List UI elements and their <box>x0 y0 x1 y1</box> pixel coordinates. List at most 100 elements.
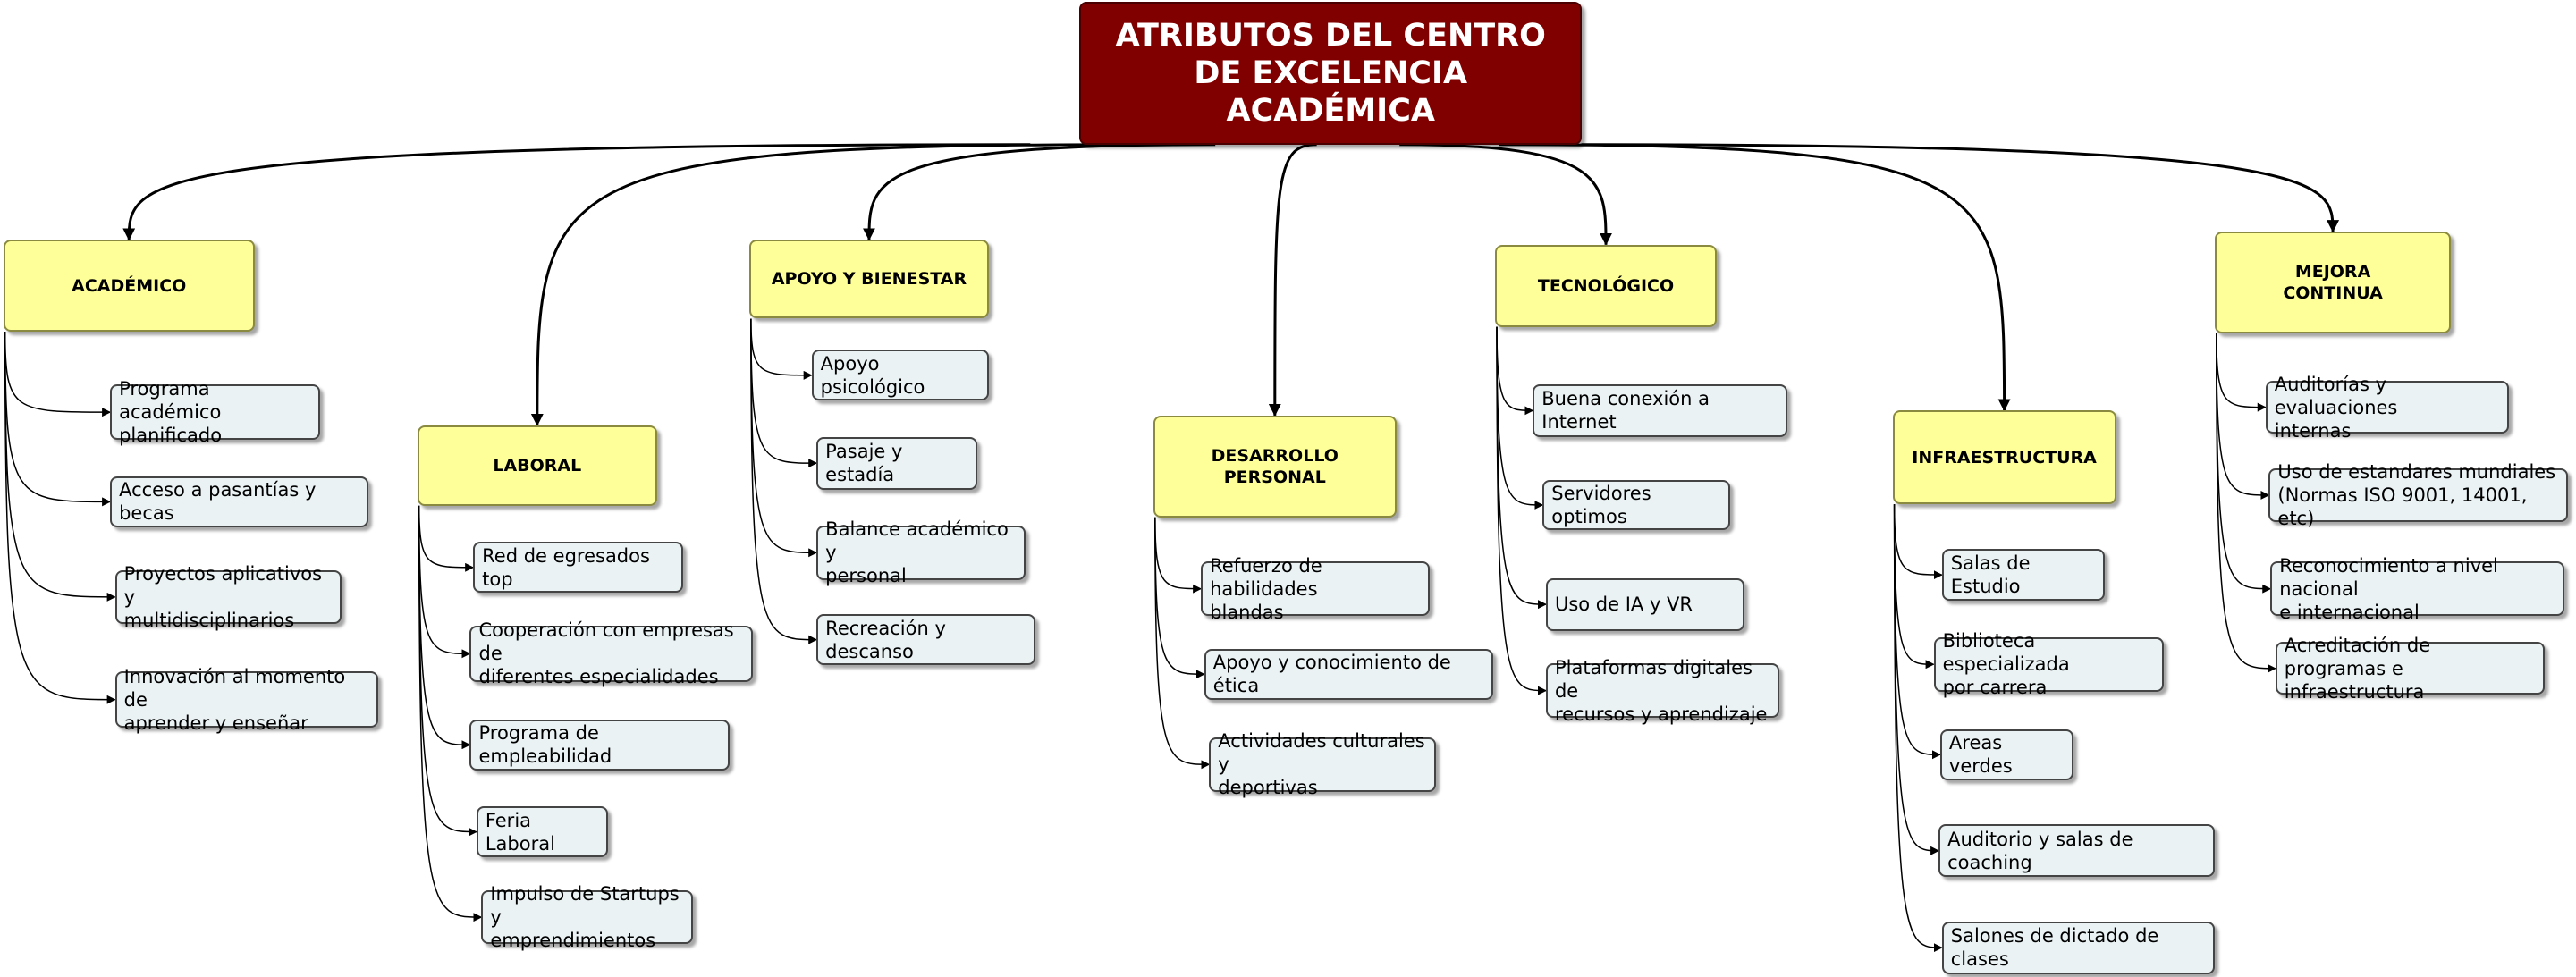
leaf-connector <box>4 332 116 704</box>
leaf-node[interactable]: Auditorio y salas de coaching <box>1938 824 2215 878</box>
leaf-node-label: Areas verdes <box>1948 732 2013 778</box>
category-connector <box>1399 143 1613 246</box>
leaf-connector <box>4 332 112 507</box>
category-node-label: TECNOLÓGICO <box>1537 275 1675 296</box>
leaf-node-label: Actividades culturales y deportivas <box>1218 730 1425 799</box>
category-connector <box>530 143 1133 426</box>
leaf-node[interactable]: Salones de dictado de clases <box>1941 921 2215 974</box>
leaf-node[interactable]: Innovación al momento de aprender y ense… <box>114 666 378 734</box>
leaf-node[interactable]: Reconocimiento a nivel nacional e intern… <box>2270 555 2565 623</box>
leaf-node[interactable]: Acreditación de programas e infraestruct… <box>2275 635 2546 703</box>
leaf-node-label: Uso de estandares mundiales (Normas ISO … <box>2277 460 2556 529</box>
leaf-node-label: Servidores optimos <box>1551 482 1651 527</box>
leaf-node[interactable]: Impulso de Startups y emprendimientos <box>481 883 694 951</box>
leaf-node[interactable]: Biblioteca especializada por carrera <box>1933 630 2164 698</box>
leaf-node-label: Proyectos aplicativos y multidisciplinar… <box>123 562 323 631</box>
leaf-node-label: Feria Laboral <box>485 809 555 855</box>
leaf-connector <box>418 505 471 750</box>
leaf-node[interactable]: Buena conexión a Internet <box>1533 383 1788 437</box>
leaf-node[interactable]: Balance académico y personal <box>816 518 1026 586</box>
category-node-label: INFRAESTRUCTURA <box>1912 447 2097 467</box>
leaf-connector <box>418 505 477 837</box>
leaf-node-label: Biblioteca especializada por carrera <box>1942 630 2070 699</box>
leaf-connector <box>1154 517 1205 679</box>
leaf-connector <box>1893 504 1935 670</box>
leaf-node[interactable]: Acceso a pasantías y becas <box>110 476 368 527</box>
leaf-connector <box>1893 504 1941 760</box>
leaf-node[interactable]: Uso de estandares mundiales (Normas ISO … <box>2268 461 2568 529</box>
category-connector <box>1499 143 2011 412</box>
leaf-node[interactable]: Cooperación con empresas de diferentes e… <box>469 619 753 687</box>
leaf-node-label: Apoyo psicológico <box>820 352 925 398</box>
leaf-connector <box>1893 504 1943 953</box>
leaf-connector <box>418 505 483 922</box>
leaf-node[interactable]: Programa académico planificado <box>110 378 321 446</box>
leaf-node-label: Impulso de Startups y emprendimientos <box>490 883 680 952</box>
leaf-node-label: Refuerzo de habilidades blandas <box>1210 554 1322 623</box>
leaf-connector <box>418 505 471 659</box>
leaf-node-label: Reconocimiento a nivel nacional e intern… <box>2279 554 2498 623</box>
leaf-connector <box>1893 504 1940 855</box>
leaf-node-label: Cooperación con empresas de diferentes e… <box>478 619 734 688</box>
leaf-node[interactable]: Servidores optimos <box>1542 479 1730 531</box>
category-node[interactable]: ACADÉMICO <box>3 240 255 333</box>
leaf-node-label: Apoyo y conocimiento de ética <box>1212 652 1451 697</box>
leaf-node[interactable]: Auditorías y evaluaciones internas <box>2265 374 2509 442</box>
leaf-node[interactable]: Programa de empleabilidad <box>469 719 730 771</box>
leaf-connector <box>1893 504 1943 580</box>
leaf-node[interactable]: Apoyo psicológico <box>811 350 990 401</box>
category-node[interactable]: LABORAL <box>417 425 657 506</box>
leaf-node-label: Acreditación de programas e infraestruct… <box>2284 634 2431 703</box>
leaf-node[interactable]: Proyectos aplicativos y multidisciplinar… <box>114 563 342 631</box>
category-node[interactable]: APOYO Y BIENESTAR <box>748 240 990 319</box>
leaf-connector <box>750 318 818 644</box>
leaf-node-label: Auditorio y salas de coaching <box>1947 828 2133 873</box>
root-node-label: ATRIBUTOS DEL CENTRO DE EXCELENCIA ACADÉ… <box>1115 17 1546 129</box>
leaf-node[interactable]: Apoyo y conocimiento de ética <box>1204 648 1494 700</box>
leaf-node[interactable]: Uso de IA y VR <box>1545 577 1745 631</box>
category-node[interactable]: DESARROLLO PERSONAL <box>1153 415 1397 518</box>
leaf-node-label: Salas de Estudio <box>1950 552 2031 598</box>
category-connector <box>862 143 1216 241</box>
leaf-node-label: Salones de dictado de clases <box>1950 925 2159 971</box>
leaf-node[interactable]: Actividades culturales y deportivas <box>1209 730 1436 798</box>
leaf-node[interactable]: Red de egresados top <box>473 542 684 594</box>
leaf-node-label: Acceso a pasantías y becas <box>119 479 317 525</box>
leaf-node-label: Pasaje y estadía <box>825 441 903 486</box>
leaf-node-label: Balance académico y personal <box>825 518 1009 587</box>
leaf-node[interactable]: Pasaje y estadía <box>816 436 978 490</box>
category-node[interactable]: INFRAESTRUCTURA <box>1892 410 2116 505</box>
category-node[interactable]: TECNOLÓGICO <box>1495 244 1718 327</box>
leaf-node[interactable]: Areas verdes <box>1939 729 2073 780</box>
leaf-connector <box>1496 326 1547 695</box>
leaf-node-label: Programa de empleabilidad <box>478 722 612 768</box>
category-node-label: DESARROLLO PERSONAL <box>1211 445 1339 487</box>
category-connector <box>1581 143 2340 233</box>
category-node-label: LABORAL <box>493 455 582 476</box>
leaf-connector <box>1496 326 1534 416</box>
leaf-connector <box>2216 333 2272 594</box>
leaf-connector <box>1154 517 1203 594</box>
leaf-node-label: Auditorías y evaluaciones internas <box>2274 373 2398 442</box>
leaf-connector <box>2216 333 2270 500</box>
category-node-label: MEJORA CONTINUA <box>2283 262 2383 304</box>
category-node[interactable]: MEJORA CONTINUA <box>2214 232 2452 333</box>
leaf-node[interactable]: Plataformas digitales de recursos y apre… <box>1545 657 1779 725</box>
root-node[interactable]: ATRIBUTOS DEL CENTRO DE EXCELENCIA ACADÉ… <box>1079 1 1583 145</box>
leaf-node[interactable]: Feria Laboral <box>476 806 608 858</box>
leaf-node-label: Red de egresados top <box>482 544 650 590</box>
leaf-node[interactable]: Salas de Estudio <box>1941 548 2105 602</box>
leaf-node-label: Innovación al momento de aprender y ense… <box>123 665 346 734</box>
leaf-node[interactable]: Recreación y descanso <box>816 614 1035 666</box>
leaf-connector <box>4 332 112 417</box>
leaf-node[interactable]: Refuerzo de habilidades blandas <box>1201 555 1430 623</box>
leaf-connector <box>750 318 818 468</box>
leaf-connector <box>4 332 116 602</box>
leaf-connector <box>1154 517 1211 770</box>
category-connector <box>122 143 1031 241</box>
leaf-connector <box>1496 326 1547 610</box>
category-node-label: APOYO Y BIENESTAR <box>771 269 967 290</box>
leaf-connector <box>750 318 813 380</box>
leaf-node-label: Buena conexión a Internet <box>1541 388 1710 434</box>
leaf-connector <box>2216 333 2267 412</box>
